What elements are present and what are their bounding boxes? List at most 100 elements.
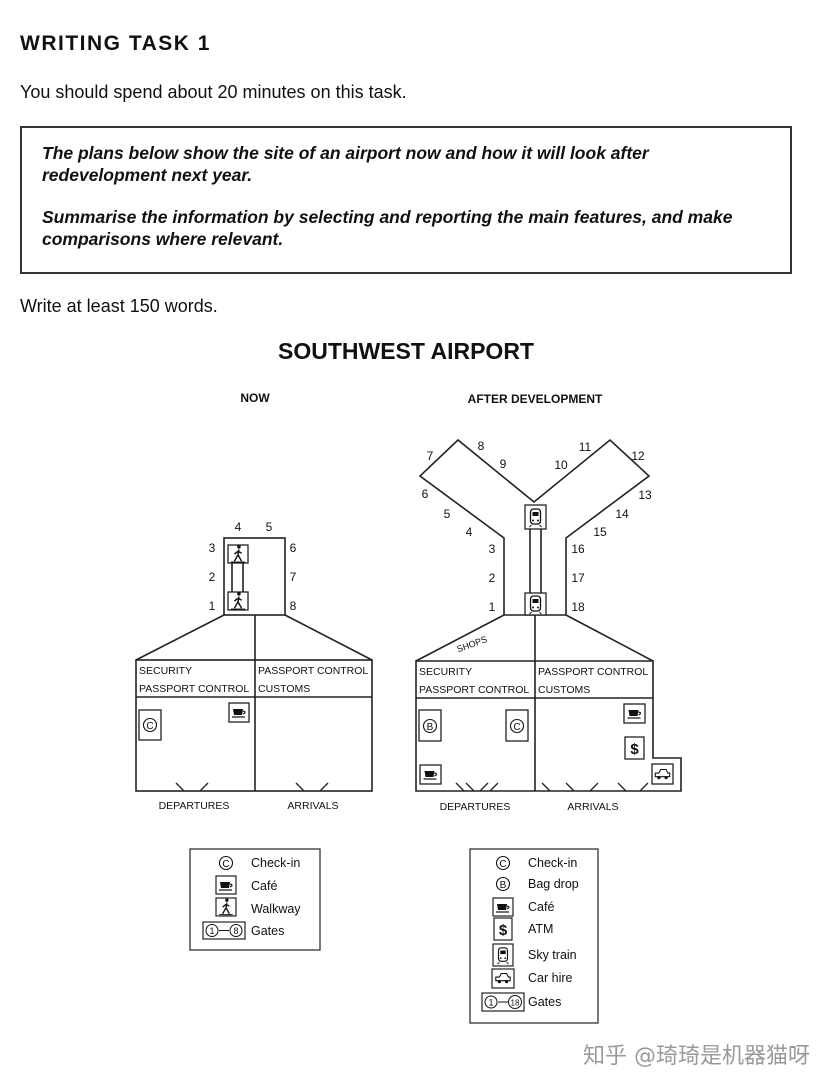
gate-label: 1 <box>489 600 496 614</box>
now-plan <box>135 537 373 792</box>
gate-label: 2 <box>489 571 496 585</box>
checkin-icon: C <box>499 859 506 870</box>
watermark: 知乎 @琦琦是机器猫呀 <box>583 1044 810 1069</box>
atm-glyph: $ <box>499 922 508 939</box>
now-gate-labels: 1 2 3 4 5 6 7 8 <box>209 520 297 613</box>
now-label: NOW <box>240 391 270 405</box>
after-cafe-icon <box>419 764 442 785</box>
prompt-description: The plans below show the site of an airp… <box>42 143 649 185</box>
gate-label: 11 <box>579 440 592 454</box>
gate-label: 12 <box>631 449 645 463</box>
now-zone-labels: SECURITY PASSPORT CONTROL PASSPORT CONTR… <box>139 665 368 695</box>
now-walkway-icon <box>227 591 249 611</box>
now-checkin-icon: C <box>138 709 162 741</box>
gate-label: 5 <box>266 520 273 534</box>
gate-label: 16 <box>571 542 585 556</box>
after-atm-icon: $ <box>624 736 645 760</box>
legend-atm: ATM <box>528 922 553 936</box>
gate-label: 14 <box>615 507 629 521</box>
checkin-glyph: C <box>513 722 520 733</box>
after-skytrain-icon <box>524 504 547 530</box>
gate-label: 4 <box>466 525 473 539</box>
prompt-instruction: Summarise the information by selecting a… <box>42 207 733 249</box>
gate-label: 6 <box>422 487 429 501</box>
legend-skytrain: Sky train <box>528 948 577 962</box>
zone-label: CUSTOMS <box>538 684 590 696</box>
gate-label: 5 <box>444 507 451 521</box>
now-terminal-roof <box>135 614 373 661</box>
arrivals-label: ARRIVALS <box>287 800 338 812</box>
cafe-icon <box>215 875 237 895</box>
after-doors <box>455 782 649 792</box>
after-zone-labels: SECURITY PASSPORT CONTROL PASSPORT CONTR… <box>419 666 648 696</box>
gates-from: 1 <box>488 998 493 1008</box>
atm-glyph: $ <box>630 741 639 758</box>
gate-label: 8 <box>478 439 485 453</box>
after-legend: C Check-in B Bag drop Café $ ATM Sky tra… <box>469 848 599 1024</box>
gate-label: 10 <box>554 458 568 472</box>
after-skytrain-icon <box>524 592 547 616</box>
checkin-icon: C <box>222 859 229 870</box>
zone-label: CUSTOMS <box>258 683 310 695</box>
now-walkway-icon <box>227 544 249 564</box>
gate-label: 3 <box>489 542 496 556</box>
after-carhire-icon <box>651 763 674 785</box>
gate-label: 8 <box>290 599 297 613</box>
legend-checkin: Check-in <box>528 856 577 870</box>
after-bagdrop-icon: B <box>418 709 442 742</box>
carhire-icon <box>491 968 515 989</box>
gates-icon: 1 18 <box>481 992 525 1012</box>
gate-label: 6 <box>290 541 297 555</box>
now-cafe-icon <box>228 702 250 723</box>
zone-label: SECURITY <box>139 665 192 677</box>
legend-walkway: Walkway <box>251 902 301 916</box>
checkin-glyph: C <box>146 721 153 732</box>
zone-label: SECURITY <box>419 666 472 678</box>
cafe-icon <box>492 897 514 917</box>
after-pier-outline <box>418 438 651 615</box>
gate-label: 13 <box>638 488 652 502</box>
zone-label: PASSPORT CONTROL <box>258 665 368 677</box>
gate-label: 9 <box>500 457 507 471</box>
after-plan <box>415 438 682 792</box>
gate-label: 7 <box>290 570 297 584</box>
legend-cafe: Café <box>528 900 554 914</box>
bagdrop-glyph: B <box>427 722 434 733</box>
after-terminal <box>415 660 682 792</box>
gate-label: 1 <box>209 599 216 613</box>
zone-label: PASSPORT CONTROL <box>538 666 648 678</box>
gate-label: 3 <box>209 541 216 555</box>
gate-label: 4 <box>235 520 242 534</box>
now-terminal <box>135 659 373 792</box>
task-prompt-box: The plans below show the site of an airp… <box>20 126 792 274</box>
legend-carhire: Car hire <box>528 971 573 985</box>
task-heading: WRITING TASK 1 <box>20 32 211 55</box>
gates-icon: 1 8 <box>202 921 246 940</box>
after-gate-labels: 1 2 3 4 5 6 7 8 9 10 11 12 13 14 15 16 1… <box>422 439 652 614</box>
now-doors <box>175 782 329 792</box>
gates-from: 1 <box>209 926 214 936</box>
gate-label: 7 <box>427 449 434 463</box>
legend-gates: Gates <box>528 995 561 1009</box>
departures-label: DEPARTURES <box>159 800 230 812</box>
figure-title: SOUTHWEST AIRPORT <box>278 338 534 364</box>
legend-bagdrop: Bag drop <box>528 877 579 891</box>
after-label: AFTER DEVELOPMENT <box>468 392 603 406</box>
gates-to: 18 <box>511 999 520 1008</box>
bagdrop-icon: B <box>500 880 507 891</box>
departures-label: DEPARTURES <box>440 801 511 813</box>
after-terminal-roof <box>415 614 654 662</box>
word-requirement: Write at least 150 words. <box>20 296 218 316</box>
walkway-icon <box>215 897 237 917</box>
legend-checkin: Check-in <box>251 856 300 870</box>
atm-icon: $ <box>493 917 513 941</box>
gates-to: 8 <box>233 926 238 936</box>
time-instruction: You should spend about 20 minutes on thi… <box>20 82 407 102</box>
legend-gates: Gates <box>251 924 284 938</box>
gate-label: 17 <box>571 571 585 585</box>
gate-label: 15 <box>593 525 607 539</box>
after-cafe-icon <box>623 703 646 724</box>
after-checkin-icon: C <box>505 709 529 742</box>
zone-label: PASSPORT CONTROL <box>419 684 529 696</box>
now-legend: C Check-in Café Walkway 1 8 Gates <box>189 848 321 951</box>
